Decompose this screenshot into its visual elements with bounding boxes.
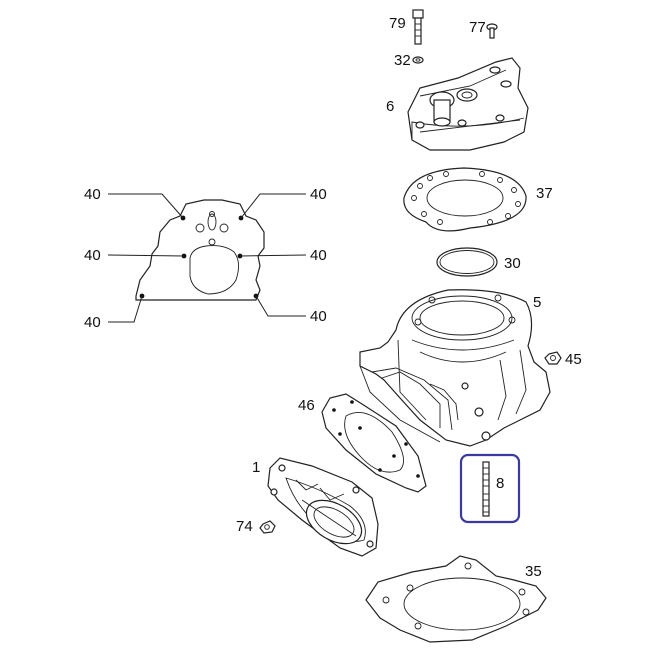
stud-8[interactable]: [482, 461, 490, 517]
leader-40-bottom-left: [108, 295, 143, 323]
callout-74: 74: [236, 518, 253, 535]
gasket-40[interactable]: [135, 199, 265, 301]
highlight-box: [459, 453, 521, 524]
callout-40-bottom-left: 40: [84, 314, 101, 331]
callout-40-top-left: 40: [84, 186, 101, 203]
leader-40-bottom-right: [255, 295, 306, 317]
reed-valve-housing-1[interactable]: [267, 457, 379, 557]
callout-40-top-right: 40: [310, 186, 327, 203]
callout-6: 6: [386, 98, 394, 115]
callout-45: 45: [565, 351, 582, 368]
callout-40-mid-left: 40: [84, 247, 101, 264]
callout-5: 5: [533, 294, 541, 311]
callout-30: 30: [504, 255, 521, 272]
leader-40-mid-right: [239, 254, 307, 257]
callout-79: 79: [389, 15, 406, 32]
nut-45[interactable]: [544, 351, 562, 365]
callout-77: 77: [469, 19, 486, 36]
cylinder-head-6[interactable]: [407, 57, 529, 151]
callout-1: 1: [252, 459, 260, 476]
nut-74[interactable]: [259, 520, 276, 534]
callout-40-mid-right: 40: [310, 247, 327, 264]
o-ring-30[interactable]: [436, 247, 498, 277]
screw-77[interactable]: [486, 23, 498, 39]
base-gasket-35[interactable]: [365, 555, 547, 643]
cylinder-5[interactable]: [359, 289, 551, 447]
callout-35: 35: [525, 563, 542, 580]
washer-32[interactable]: [412, 56, 424, 64]
callout-40-bottom-right: 40: [310, 308, 327, 325]
callout-37: 37: [536, 185, 553, 202]
gasket-46[interactable]: [321, 393, 427, 493]
bolt-79[interactable]: [412, 9, 424, 45]
callout-46: 46: [298, 397, 315, 414]
leader-40-top-right: [240, 193, 306, 219]
callout-32: 32: [394, 52, 411, 69]
head-gasket-37[interactable]: [403, 167, 527, 232]
callout-8: 8: [496, 475, 504, 492]
leader-40-top-left: [108, 193, 184, 219]
leader-40-mid-left: [107, 254, 185, 257]
